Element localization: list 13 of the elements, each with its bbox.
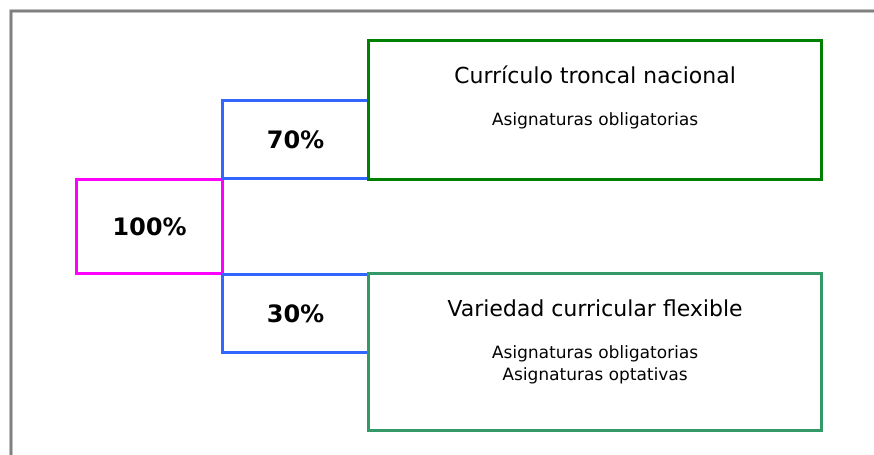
percentage-label: 30% [266, 300, 324, 328]
subject-type-text: Asignaturas obligatorias [492, 342, 698, 364]
box-title: Variedad curricular flexible [447, 297, 743, 322]
percentage-box [221, 273, 370, 354]
percentage-box [75, 178, 224, 275]
box-title: Currículo troncal nacional [454, 64, 736, 89]
percentage-box [221, 99, 370, 180]
subject-type-text: Asignaturas optativas [502, 364, 688, 386]
subject-type-text: Asignaturas obligatorias [492, 109, 698, 131]
curriculum-box [367, 39, 823, 181]
percentage-label: 100% [112, 212, 187, 240]
percentage-label: 70% [266, 126, 324, 154]
curriculum-box [367, 272, 823, 432]
